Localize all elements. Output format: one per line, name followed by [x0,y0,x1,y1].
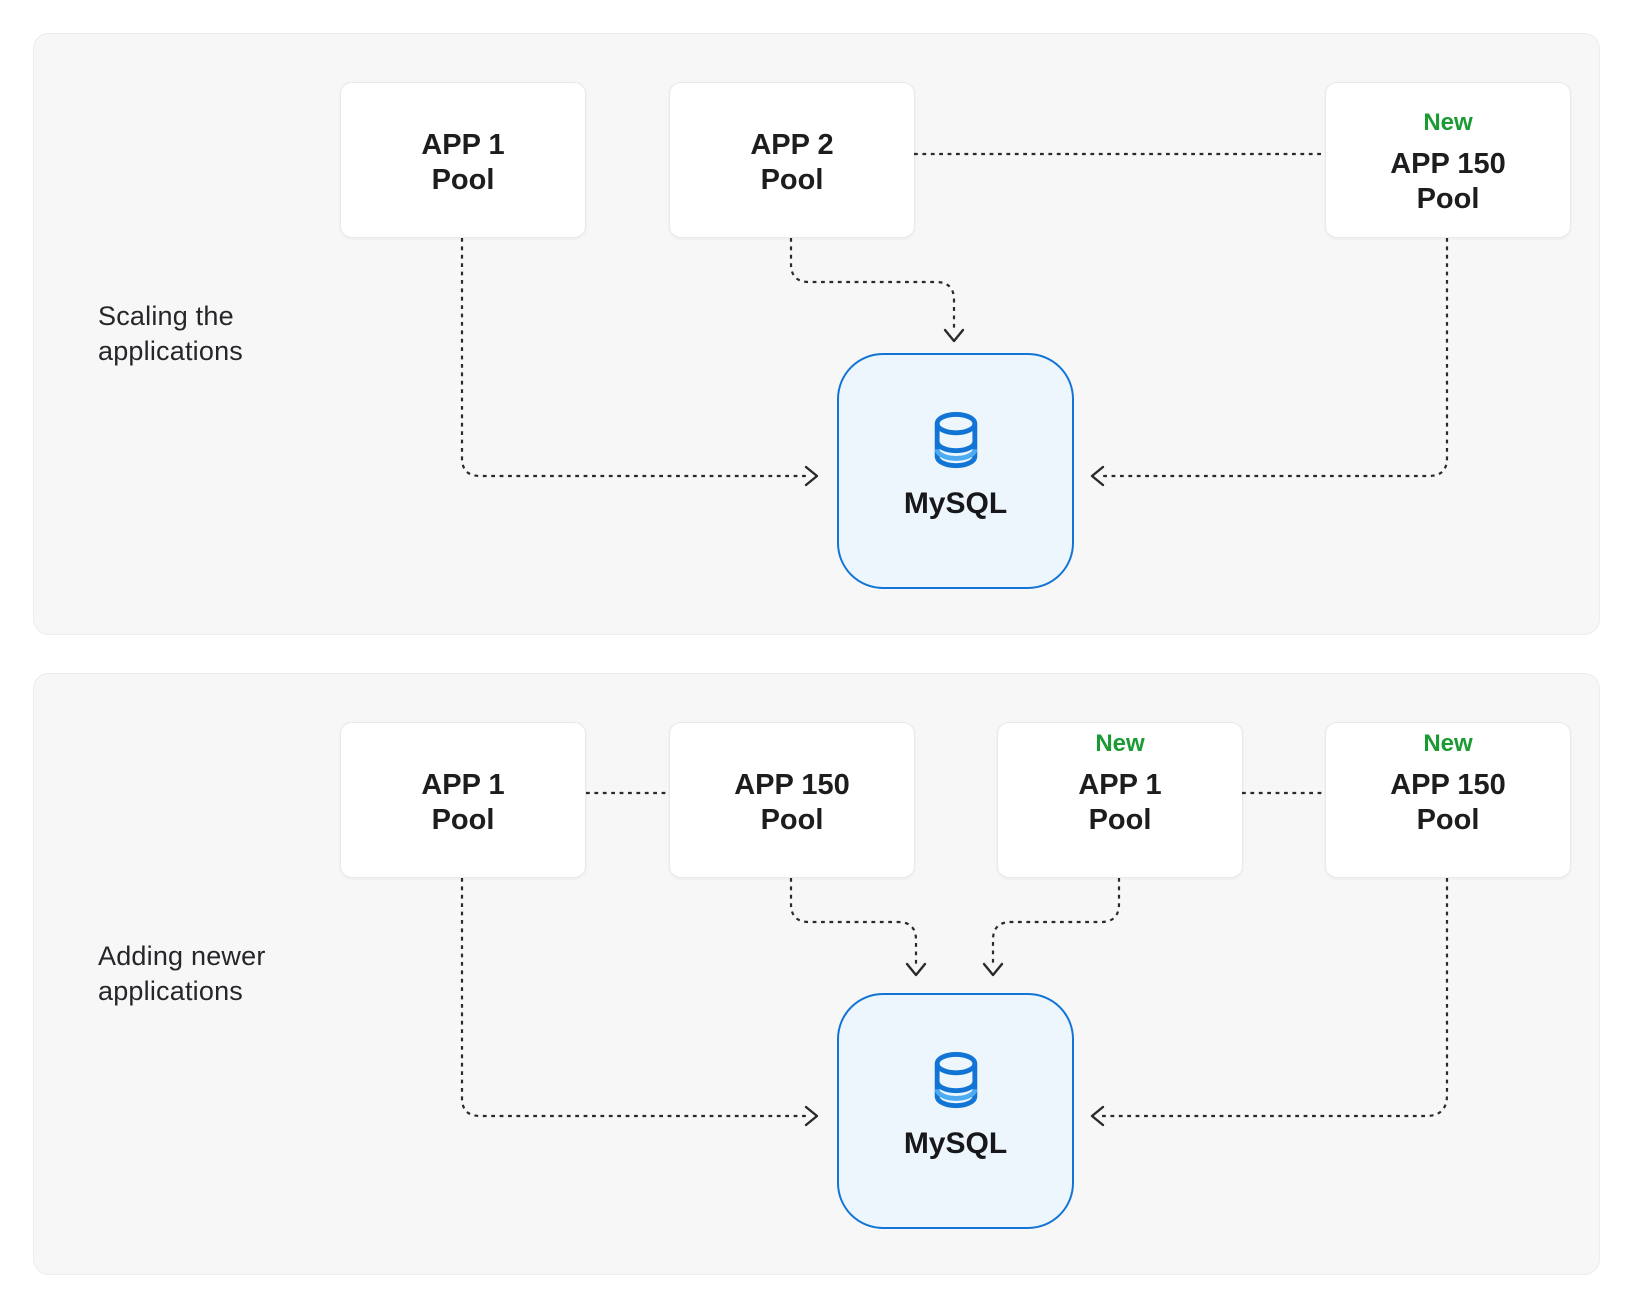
app-box-app1-new: New APP 1 Pool [997,722,1243,878]
box-title-line1: APP 2 [750,129,834,161]
box-title: APP 150 Pool [1326,147,1570,217]
app-box-app1: APP 1 Pool [340,722,586,878]
app-box-app150-new: New APP 150 Pool [1325,722,1571,878]
new-badge: New [1423,730,1473,757]
panel-label: Adding newer applications [98,941,266,1006]
database-icon [934,412,977,469]
app-box-app150-new: New APP 150 Pool [1325,82,1571,238]
database-icon [934,1052,977,1109]
box-title: APP 1 Pool [341,768,585,838]
mysql-node: MySQL [837,353,1074,589]
box-title-line1: APP 1 [1078,769,1162,801]
box-title-line2: Pool [431,164,495,196]
box-title-line1: APP 1 [421,769,505,801]
mysql-node: MySQL [837,993,1074,1229]
mysql-label: MySQL [903,1127,1008,1160]
app-box-app150: APP 150 Pool [669,722,915,878]
box-title-line2: Pool [760,804,824,836]
box-title-line1: APP 1 [421,129,505,161]
box-title: APP 1 Pool [998,768,1242,838]
panel-scaling: Scaling the applications APP 1 Pool APP … [33,33,1600,635]
box-title-line2: Pool [760,164,824,196]
panel-label: Scaling the applications [98,301,243,366]
box-title-line2: Pool [1416,183,1480,215]
new-badge: New [1423,109,1473,136]
new-badge: New [1095,730,1145,757]
box-title-line1: APP 150 [1390,148,1506,180]
box-title-line2: Pool [1088,804,1152,836]
box-title: APP 150 Pool [1326,768,1570,838]
box-title-line2: Pool [1416,804,1480,836]
box-title: APP 1 Pool [341,128,585,198]
app-box-app1: APP 1 Pool [340,82,586,238]
box-title: APP 150 Pool [670,768,914,838]
box-title-line1: APP 150 [1390,769,1506,801]
app-box-app2: APP 2 Pool [669,82,915,238]
box-title-line1: APP 150 [734,769,850,801]
panel-adding: Adding newer applications APP 1 Pool APP… [33,673,1600,1275]
box-title-line2: Pool [431,804,495,836]
mysql-label: MySQL [903,487,1008,520]
box-title: APP 2 Pool [670,128,914,198]
